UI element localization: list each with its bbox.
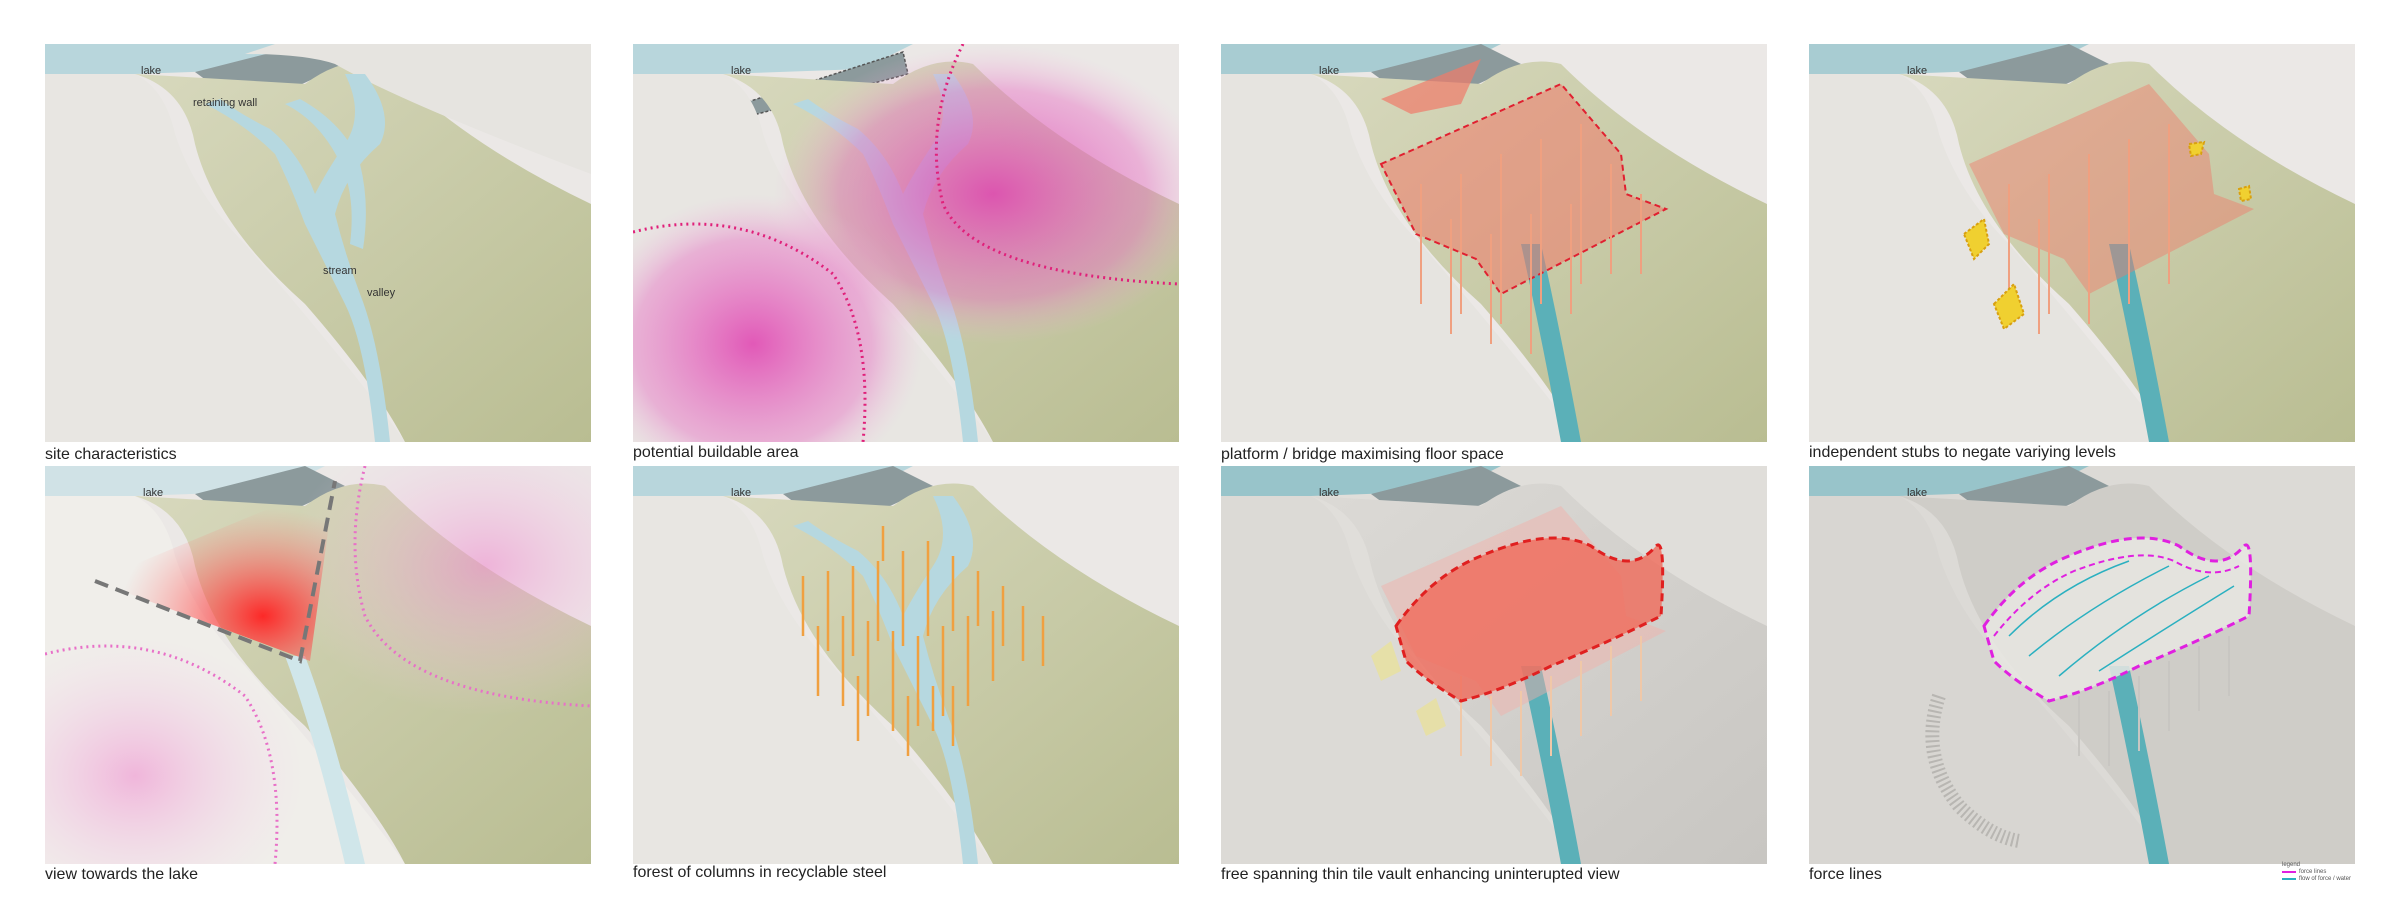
panel-independent-stubs: lake	[1809, 44, 2355, 442]
stream-label: stream	[323, 265, 357, 277]
platform-diagram: lake	[1221, 44, 1767, 442]
view-diagram: lake	[45, 466, 591, 864]
caption-forest-of-columns: forest of columns in recyclable steel	[633, 864, 887, 881]
ground-back	[245, 44, 591, 174]
legend-swatch-flow	[2282, 877, 2296, 880]
stubs-diagram: lake	[1809, 44, 2355, 442]
legend-swatch-force	[2282, 870, 2296, 873]
buildable-zone-right	[285, 466, 591, 716]
stub-1	[1962, 217, 1991, 261]
lake-label: lake	[1319, 487, 1339, 499]
view-cone	[95, 481, 335, 661]
lake-label: lake	[143, 487, 163, 499]
flow-line-3	[2058, 575, 2210, 677]
lake-label: lake	[1319, 65, 1339, 77]
stream-shape	[1521, 244, 1581, 442]
platform-columns	[1420, 124, 1642, 354]
buildable-zone-left	[45, 636, 305, 864]
site-diagram: lake retaining wall stream valley	[45, 44, 591, 442]
legend-item-flow: flow of force / water	[2282, 875, 2372, 882]
buildable-boundary-right	[353, 466, 591, 708]
buildable-zone-left	[633, 194, 923, 442]
lake-label: lake	[1907, 65, 1927, 77]
caption-potential-buildable-area: potential buildable area	[633, 444, 799, 461]
legend: legend force lines flow of force / water	[2282, 862, 2372, 892]
ground-left	[1809, 496, 2169, 864]
platform-area	[1969, 84, 2254, 294]
platform-columns	[2078, 636, 2230, 766]
legend-label-flow: flow of force / water	[2299, 875, 2352, 882]
buildable-diagram: lake	[633, 44, 1179, 442]
stubs	[1962, 140, 2253, 331]
hill-slope	[135, 61, 591, 442]
panel-force-lines: lake	[1809, 466, 2355, 864]
caption-tile-vault: free spanning thin tile vault enhancing …	[1221, 866, 1620, 883]
caption-platform-bridge: platform / bridge maximising floor space	[1221, 446, 1504, 463]
columns-diagram: lake	[633, 466, 1179, 864]
panel-forest-of-columns: lake	[633, 466, 1179, 864]
stream-shape	[2109, 244, 2169, 442]
panel-tile-vault: lake	[1221, 466, 1767, 864]
stubs	[1371, 641, 1446, 736]
caption-independent-stubs: independent stubs to negate variying lev…	[1809, 444, 2116, 461]
force-line-1	[1993, 554, 2240, 637]
stub-4	[2237, 184, 2253, 203]
stub-2	[1992, 282, 2026, 331]
stream-shape	[285, 656, 365, 864]
flow-line-1	[2008, 560, 2130, 637]
panel-potential-buildable-area: lake	[633, 44, 1179, 442]
stream-branch	[285, 99, 366, 249]
stub-2	[1416, 698, 1446, 736]
panel-site-characteristics: lake retaining wall stream valley	[45, 44, 591, 442]
force-diagram: lake	[1809, 466, 2355, 864]
caption-force-lines: force lines	[1809, 866, 1882, 883]
steel-columns	[801, 526, 1045, 756]
retaining-wall-highlight	[1381, 59, 1481, 114]
legend-label-force: force lines	[2299, 868, 2327, 875]
platform-columns	[2008, 124, 2170, 334]
ground-left	[1221, 496, 1581, 864]
vault-diagram: lake	[1221, 466, 1767, 864]
flow-line-2	[2028, 565, 2170, 657]
lake-label: lake	[731, 487, 751, 499]
staircase	[1925, 693, 2021, 848]
panel-view-towards-lake: lake	[45, 466, 591, 864]
buildable-boundary-right	[934, 44, 1179, 286]
stub-3	[2187, 140, 2206, 158]
tile-vault	[1982, 536, 2253, 703]
ground-left	[1809, 74, 2169, 442]
legend-title: legend	[2282, 862, 2301, 868]
ground-left	[45, 74, 405, 442]
hill-slope	[723, 483, 1179, 864]
ground-left	[1221, 74, 1581, 442]
lake-shape	[633, 44, 913, 74]
caption-site-characteristics: site characteristics	[45, 446, 177, 463]
lake-label: lake	[1907, 487, 1927, 499]
panel-platform-bridge: lake	[1221, 44, 1767, 442]
stub-1	[1371, 641, 1401, 681]
legend-item-force-lines: force lines	[2282, 868, 2372, 875]
view-lines	[94, 480, 337, 664]
retaining-wall-label: retaining wall	[193, 97, 257, 109]
flow-lines	[2008, 560, 2235, 677]
lake-label: lake	[731, 65, 751, 77]
tile-vault	[1394, 536, 1665, 703]
stream-shape	[793, 496, 978, 864]
caption-view-towards-lake: view towards the lake	[45, 866, 198, 883]
lake-label: lake	[141, 65, 161, 77]
flow-line-4	[2098, 585, 2235, 672]
valley-label: valley	[367, 287, 396, 299]
ground-left	[633, 496, 993, 864]
platform-area	[1379, 82, 1669, 296]
stream-shape	[1521, 666, 1581, 864]
stream-shape	[2109, 666, 2169, 864]
